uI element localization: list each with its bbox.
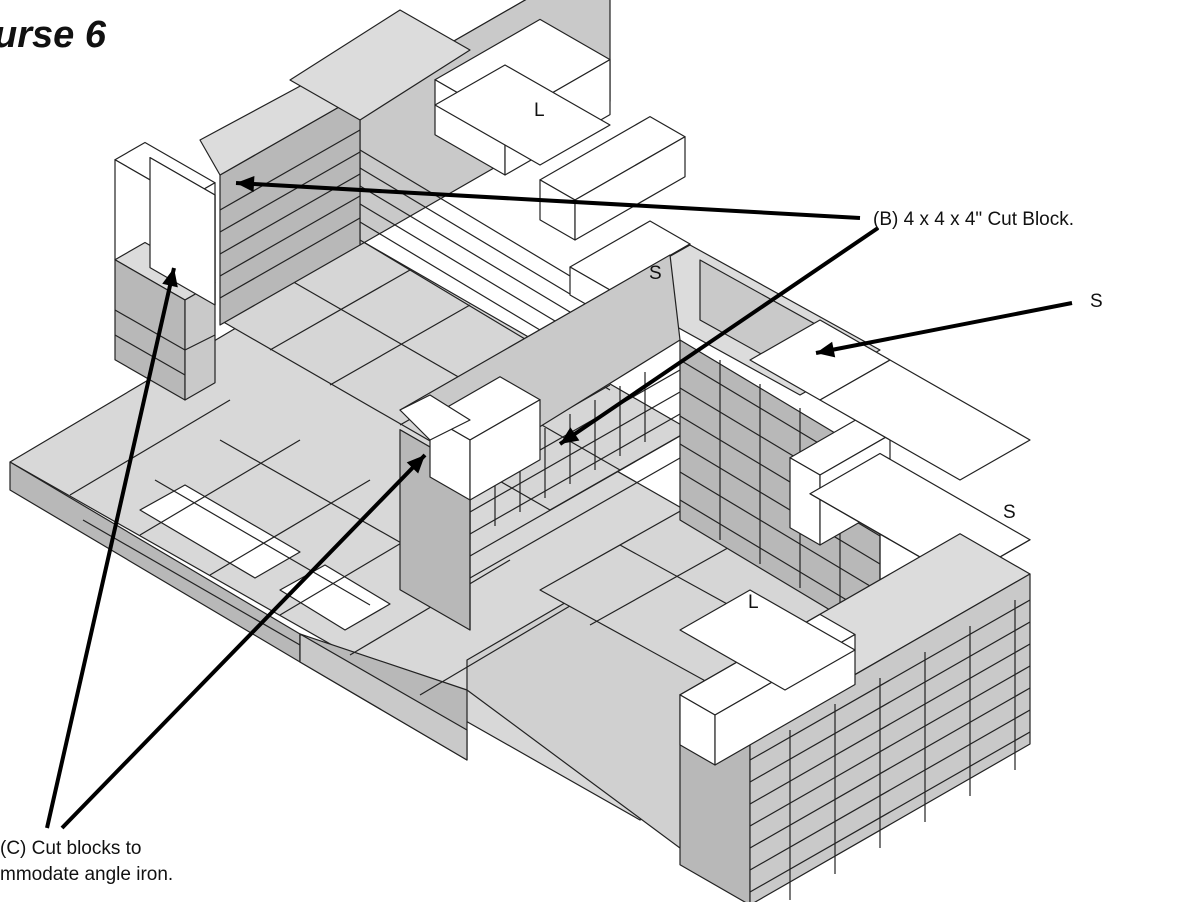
arrow-s-to-right-block [815, 301, 1073, 358]
joint-line-25 [219, 195, 361, 277]
callout-s: S [1090, 291, 1103, 312]
joint-line-41 [469, 435, 681, 557]
right-top-slab [819, 359, 1031, 481]
joint-line-42 [469, 457, 681, 579]
joint-line-26 [219, 217, 361, 299]
joint-line-56 [749, 643, 1031, 805]
joint-line-10 [329, 304, 471, 386]
l-block-front-top [679, 589, 856, 691]
divider-white-cap-right [469, 399, 541, 501]
arrow-b-to-divider-cut [558, 226, 880, 446]
joint-line-16 [359, 149, 611, 301]
block-label-s-right: S [1003, 502, 1016, 523]
callout-c-line2: mmodate angle iron. [0, 864, 174, 885]
joint-line-57 [749, 665, 1031, 827]
joint-line-0 [69, 399, 231, 496]
joint-line-1 [139, 439, 301, 536]
joint-line-2 [209, 479, 371, 576]
joint-line-5 [419, 599, 581, 696]
joint-line-9 [269, 269, 411, 351]
hearth-step-face [299, 633, 468, 761]
joint-line-47 [679, 471, 881, 593]
s-block-back-right [574, 136, 686, 241]
joint-line-7 [154, 479, 371, 606]
joint-line-59 [749, 709, 1031, 871]
joint-line-22 [219, 129, 361, 211]
joint-line-28 [114, 334, 186, 376]
back-wall-top-cap [289, 9, 471, 121]
joint-line-29 [184, 334, 216, 351]
front-right-pillar-right [749, 573, 1031, 906]
joint-line-55 [749, 621, 1031, 783]
arrow-b-to-back-cut [235, 176, 861, 220]
joint-line-54 [749, 599, 1031, 761]
joint-line-60 [749, 731, 1031, 893]
block-label-s-back: S [649, 263, 662, 284]
ash-opening-1 [139, 484, 301, 579]
block-label-l-back: L [534, 100, 545, 121]
l-block-back-top [434, 64, 611, 166]
joint-line-27 [114, 309, 186, 351]
block-label-l-front: L [748, 592, 759, 613]
divider-white-cut [399, 394, 471, 441]
joint-line-46 [679, 443, 881, 565]
joint-line-23 [219, 151, 361, 233]
course-title: urse 6 [0, 14, 106, 56]
joint-line-6 [82, 519, 301, 646]
joint-line-39 [469, 391, 681, 513]
joint-line-40 [469, 413, 681, 535]
arrow-c-to-divider [60, 453, 427, 830]
callout-c-line1: (C) Cut blocks to [0, 838, 142, 859]
joint-line-18 [359, 185, 611, 337]
callout-b-cut-block: (B) 4 x 4 x 4" Cut Block. [873, 209, 1075, 230]
arrow-c-to-left-pillar [45, 267, 178, 829]
joint-line-58 [749, 687, 1031, 849]
